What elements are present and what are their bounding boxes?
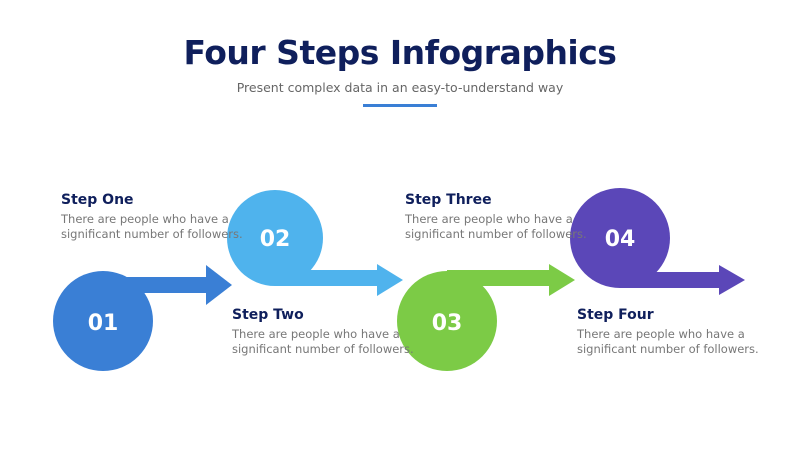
step-four-text: Step Four There are people who have a si… <box>577 307 767 357</box>
title-underline <box>363 104 437 107</box>
step-4-shape: 04 <box>570 188 745 295</box>
step-1-number: 01 <box>88 311 119 336</box>
step-one-description: There are people who have a significant … <box>61 212 243 241</box>
step-two-title: Step Two <box>232 307 304 323</box>
arrow-right-icon <box>377 264 403 296</box>
page-subtitle: Present complex data in an easy-to-under… <box>236 80 564 95</box>
step-one-text: Step One There are people who have a sig… <box>61 192 251 242</box>
step-2-shape: 02 <box>227 190 403 296</box>
step-4-number: 04 <box>605 227 636 252</box>
step-three-title: Step Three <box>405 192 492 208</box>
step-four-title: Step Four <box>577 307 654 323</box>
step-three-text: Step Three There are people who have a s… <box>405 192 595 242</box>
step-2-number: 02 <box>260 227 291 252</box>
step-four-description: There are people who have a significant … <box>577 327 759 356</box>
step-1-shape: 01 <box>53 265 232 371</box>
arrow-right-icon <box>549 264 575 296</box>
arrow-right-icon <box>719 265 745 295</box>
step-3-shape: 03 <box>397 264 575 371</box>
arrow-right-icon <box>206 265 232 305</box>
step-3-number: 03 <box>432 311 463 336</box>
step-two-description: There are people who have a significant … <box>232 327 414 356</box>
step-two-text: Step Two There are people who have a sig… <box>232 307 422 357</box>
step-one-title: Step One <box>61 192 134 208</box>
page-title: Four Steps Infographics <box>183 33 617 72</box>
step-three-description: There are people who have a significant … <box>405 212 587 241</box>
